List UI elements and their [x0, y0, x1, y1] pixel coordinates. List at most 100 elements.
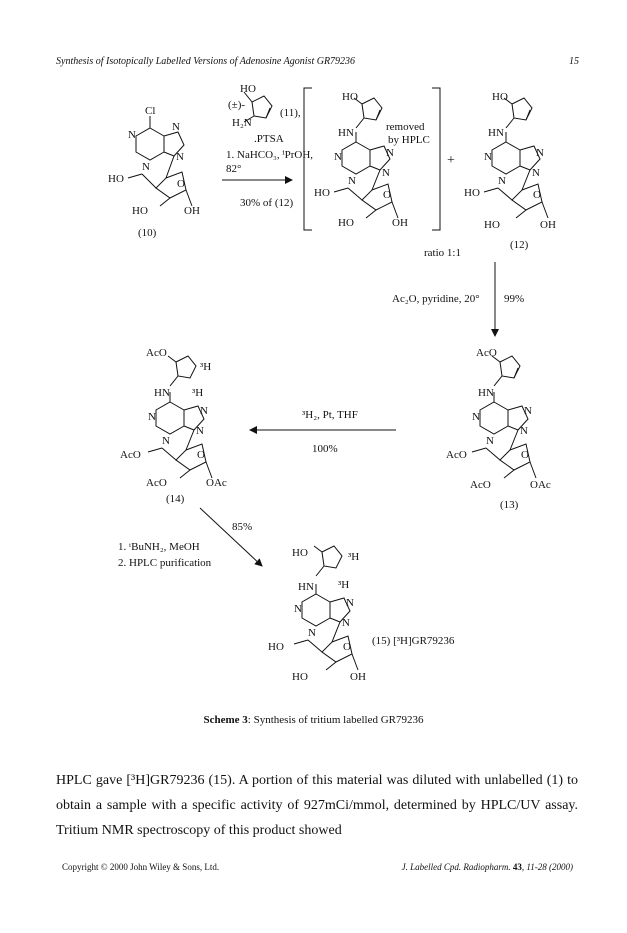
- atom-hn: HN: [298, 581, 314, 593]
- atom-n: N: [148, 411, 156, 423]
- atom-ho: HO: [268, 641, 284, 653]
- atom-ho: HO: [132, 205, 148, 217]
- step3-reagents: ³H₂, Pt, THF: [302, 409, 358, 421]
- compound-13-structure: [471, 355, 537, 479]
- compound-13-label: (13): [500, 499, 519, 511]
- reagent-ptsa: .PTSA: [254, 133, 284, 145]
- atom-n: N: [128, 129, 136, 141]
- atom-n: N: [348, 175, 356, 187]
- atom-ho: HO: [484, 219, 500, 231]
- atom-oh: OH: [540, 219, 556, 231]
- atom-ho: HO: [314, 187, 330, 199]
- reaction-scheme: Cl N N N N O HO HO OH (10) HO (±)- H₂N (…: [108, 83, 556, 683]
- atom-n: N: [498, 175, 506, 187]
- atom-aco: AcO: [146, 477, 167, 489]
- ratio-label: ratio 1:1: [424, 247, 461, 259]
- step2-reagents: Ac₂O, pyridine, 20°: [392, 293, 480, 305]
- step4-condition: 1. ᵗBuNH₂, MeOH: [118, 541, 200, 553]
- racemic-prefix: (±)-: [228, 99, 245, 111]
- journal-volume: 43: [512, 862, 522, 872]
- atom-n: N: [200, 405, 208, 417]
- atom-tritium: ³H: [348, 551, 359, 563]
- atom-ho: HO: [108, 173, 124, 185]
- atom-o: O: [343, 641, 351, 653]
- journal-pages: , 11-28 (2000): [521, 862, 573, 872]
- arrow-step4: [199, 507, 263, 567]
- atom-oac: OAc: [530, 479, 551, 491]
- step3-yield: 100%: [312, 443, 338, 455]
- atom-h2n: H₂N: [232, 117, 252, 129]
- scheme-caption: Scheme 3: Synthesis of tritium labelled …: [0, 714, 627, 726]
- compound-15-label: (15) [³H]GR79236: [372, 635, 455, 647]
- copyright: Copyright © 2000 John Wiley & Sons, Ltd.: [62, 862, 220, 872]
- step4-condition: 2. HPLC purification: [118, 557, 212, 569]
- compound-12-label: (12): [510, 239, 529, 251]
- atom-hn: HN: [478, 387, 494, 399]
- atom-ho: HO: [292, 671, 308, 683]
- atom-tritium: ³H: [338, 579, 349, 591]
- atom-hn: HN: [488, 127, 504, 139]
- compound-15-structure: [293, 545, 359, 671]
- atom-oh: OH: [392, 217, 408, 229]
- atom-n: N: [524, 405, 532, 417]
- journal-name: J. Labelled Cpd. Radiopharm.: [401, 862, 511, 872]
- atom-cl: Cl: [145, 105, 155, 117]
- atom-o: O: [533, 189, 541, 201]
- compound-12-structure: [483, 97, 549, 219]
- atom-hn: HN: [338, 127, 354, 139]
- atom-n: N: [176, 151, 184, 163]
- removed-label: by HPLC: [388, 134, 430, 146]
- atom-o: O: [177, 178, 185, 190]
- atom-aco: AcO: [120, 449, 141, 461]
- plus-sign: +: [447, 153, 455, 168]
- caption-label: Scheme 3: [203, 714, 248, 726]
- step4-yield: 85%: [232, 521, 252, 533]
- atom-n: N: [142, 161, 150, 173]
- compound-14-label: (14): [166, 493, 185, 505]
- atom-n: N: [472, 411, 480, 423]
- atom-hn: HN: [154, 387, 170, 399]
- atom-n: N: [346, 597, 354, 609]
- atom-ho: HO: [338, 217, 354, 229]
- compound-14-structure: [147, 355, 213, 479]
- atom-n: N: [536, 147, 544, 159]
- compound-11-label: (11),: [280, 107, 301, 119]
- step1-condition: 1. NaHCO₃, ⁱPrOH,: [226, 149, 313, 161]
- atom-o: O: [383, 189, 391, 201]
- atom-n: N: [294, 603, 302, 615]
- removed-label: removed: [386, 121, 425, 133]
- atom-aco: AcO: [446, 449, 467, 461]
- atom-n: N: [386, 147, 394, 159]
- atom-n: N: [486, 435, 494, 447]
- atom-n: N: [342, 617, 350, 629]
- atom-n: N: [520, 425, 528, 437]
- atom-n: N: [382, 167, 390, 179]
- atom-aco: AcO: [476, 347, 497, 359]
- step1-yield: 30% of (12): [240, 197, 293, 209]
- atom-n: N: [196, 425, 204, 437]
- compound-10-label: (10): [138, 227, 157, 239]
- atom-o: O: [521, 449, 529, 461]
- bracketed-isomer-structure: [333, 97, 399, 219]
- journal-citation: J. Labelled Cpd. Radiopharm. 43, 11-28 (…: [402, 862, 573, 872]
- atom-tritium: ³H: [192, 387, 203, 399]
- atom-n: N: [308, 627, 316, 639]
- atom-tritium: ³H: [200, 361, 211, 373]
- atom-o: O: [197, 449, 205, 461]
- atom-n: N: [484, 151, 492, 163]
- atom-n: N: [172, 121, 180, 133]
- atom-ho: HO: [292, 547, 308, 559]
- page-number: 15: [569, 56, 579, 67]
- compound-10-structure: [127, 116, 193, 207]
- step1-temperature: 82°: [226, 163, 241, 175]
- compound-11-structure: [243, 91, 273, 123]
- atom-oh: OH: [350, 671, 366, 683]
- atom-n: N: [532, 167, 540, 179]
- caption-text: : Synthesis of tritium labelled GR79236: [247, 714, 424, 726]
- atom-oac: OAc: [206, 477, 227, 489]
- atom-ho: HO: [240, 83, 256, 95]
- step2-yield: 99%: [504, 293, 524, 305]
- atom-ho: HO: [342, 91, 358, 103]
- atom-aco: AcO: [146, 347, 167, 359]
- atom-aco: AcO: [470, 479, 491, 491]
